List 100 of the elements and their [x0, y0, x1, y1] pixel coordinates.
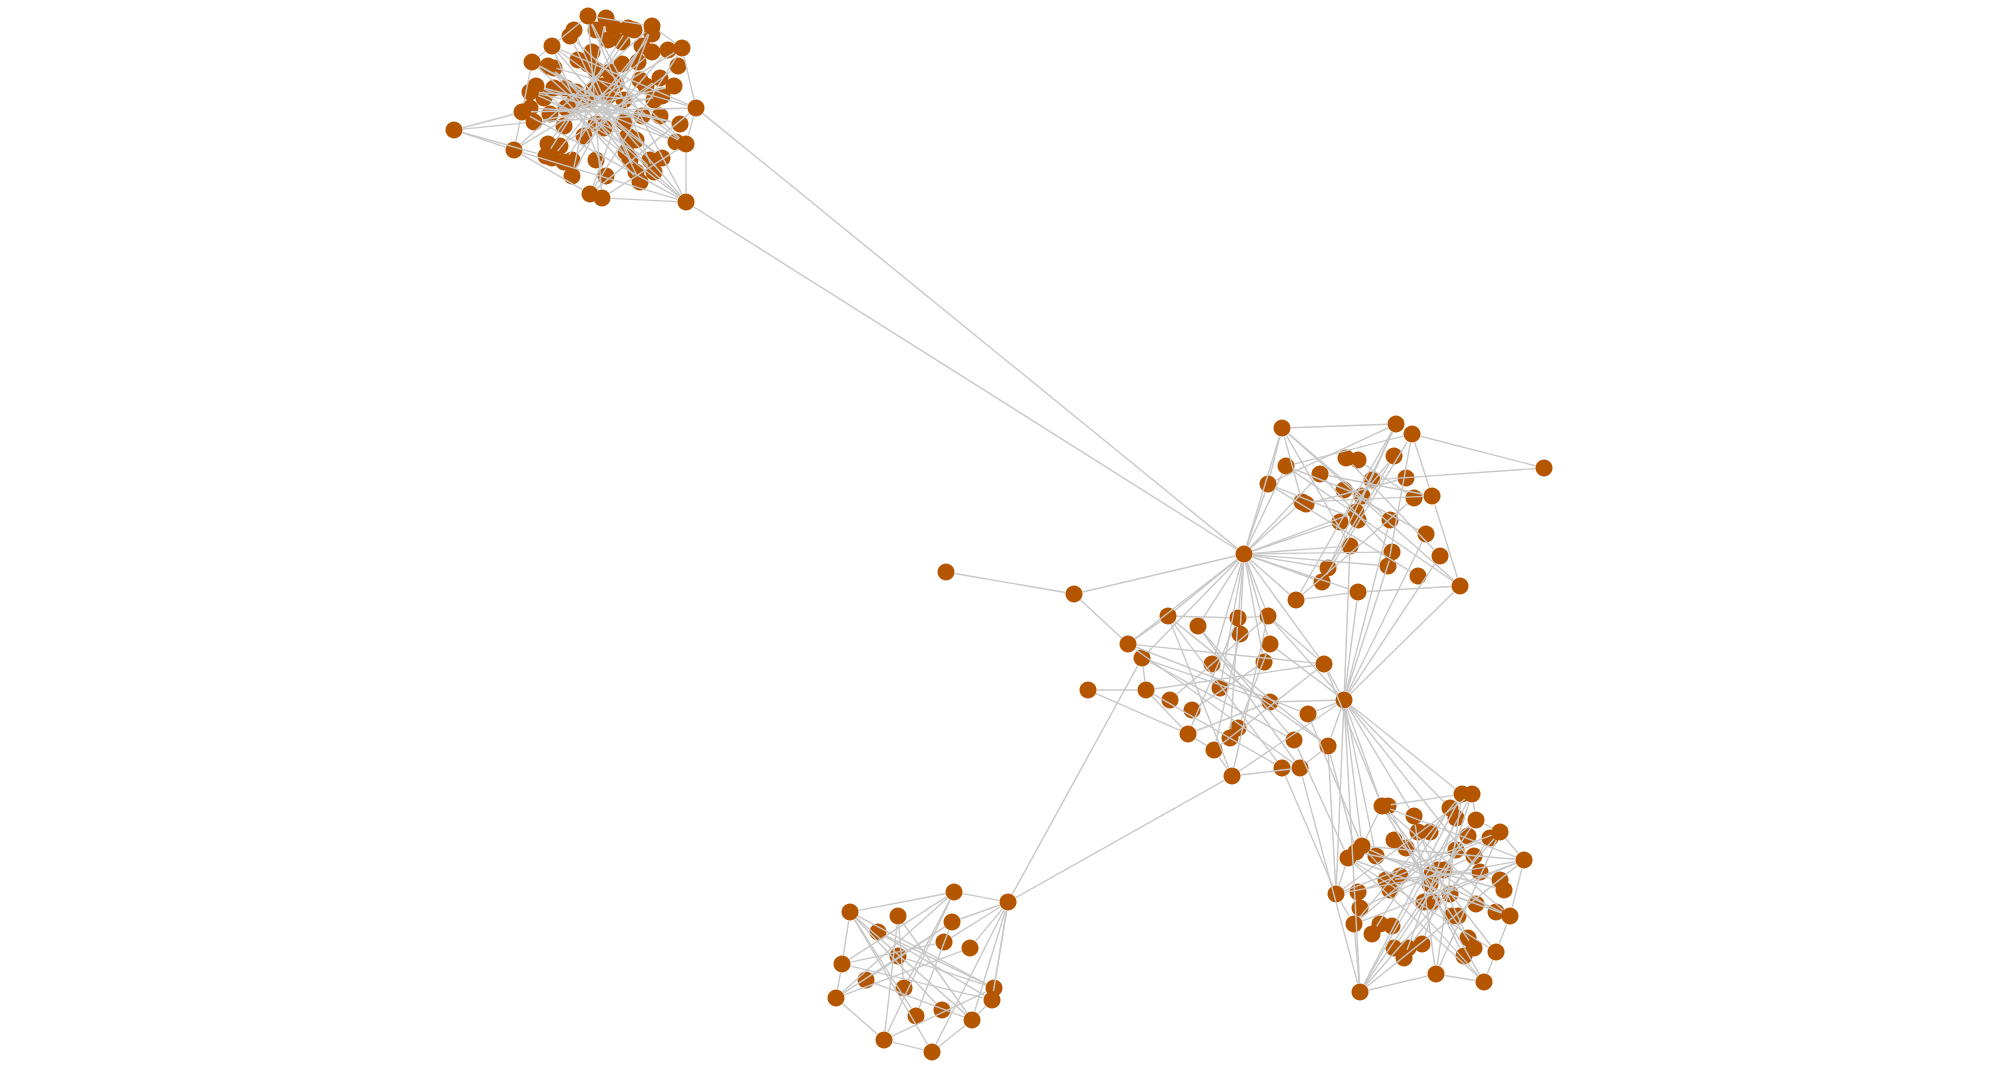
node-dot [1137, 681, 1155, 699]
node-dot [587, 151, 605, 169]
node-dot [651, 69, 669, 87]
link-line [559, 73, 649, 167]
link-line [658, 30, 676, 44]
link-line [558, 50, 680, 140]
node-dot [1385, 831, 1403, 849]
link-line [1269, 435, 1281, 477]
node-dot [1467, 811, 1485, 829]
node-dot [1335, 691, 1353, 709]
node-dot [615, 91, 633, 109]
node-dot [615, 113, 633, 131]
link-line [559, 48, 689, 106]
link-line [1202, 632, 1296, 762]
link-line [568, 52, 638, 156]
link-line [1299, 431, 1393, 593]
link-line [558, 87, 667, 113]
link-line [1400, 844, 1490, 908]
link-line [1246, 491, 1266, 547]
link-line [1215, 642, 1239, 743]
link-line [577, 56, 663, 154]
node-dot [1459, 827, 1477, 845]
link-line [1346, 707, 1380, 799]
node-dot [1475, 973, 1493, 991]
node-dot [1423, 487, 1441, 505]
link-line [1346, 559, 1390, 693]
link-line [1366, 585, 1452, 593]
link-line [554, 53, 604, 169]
link-line [1389, 808, 1517, 858]
link-line [1339, 900, 1351, 918]
node-dot [543, 37, 561, 55]
node-dot [1313, 573, 1331, 591]
link-line [1498, 923, 1508, 945]
link-line [552, 36, 630, 138]
link-line [1331, 462, 1391, 562]
link-line [1198, 666, 1258, 706]
link-line [1354, 932, 1360, 984]
link-line [1249, 507, 1297, 549]
link-line [551, 101, 644, 157]
node-dot [1161, 691, 1179, 709]
node-dot [1273, 419, 1291, 437]
link-line [1505, 838, 1519, 854]
node-dot [1447, 841, 1465, 859]
link-line [1176, 615, 1230, 619]
link-line [938, 1024, 966, 1048]
node-dot [1159, 607, 1177, 625]
node-dot [1379, 557, 1397, 575]
link-line [1190, 625, 1236, 727]
link-line [1233, 624, 1267, 769]
node-dot [1421, 823, 1439, 841]
link-line [1238, 562, 1244, 610]
link-line [1327, 671, 1341, 693]
link-line [1251, 514, 1349, 552]
node-dot [1259, 607, 1277, 625]
node-dot [1441, 885, 1459, 903]
link-line [1365, 840, 1483, 890]
link-line [849, 965, 985, 999]
link-line [1276, 648, 1338, 696]
node-dot [1205, 741, 1223, 759]
node-dot [561, 27, 579, 45]
node-dot [593, 189, 611, 207]
link-line [1301, 775, 1359, 985]
link-line [1390, 794, 1454, 806]
link-line [1292, 470, 1454, 582]
link-line [1154, 664, 1316, 690]
link-line [884, 924, 898, 1032]
link-line [1483, 823, 1493, 829]
node-dot [1535, 459, 1553, 477]
link-line [537, 94, 621, 134]
node-dot [1345, 915, 1363, 933]
link-line [1240, 651, 1268, 721]
node-dot [555, 117, 573, 135]
link-line [1218, 756, 1228, 770]
node-dot [1363, 925, 1381, 943]
link-line [573, 43, 637, 175]
link-line [848, 896, 948, 960]
link-line [1369, 849, 1503, 913]
link-line [572, 92, 656, 154]
link-line [553, 72, 625, 154]
link-line [1370, 846, 1516, 860]
link-line [1252, 554, 1380, 566]
node-dot [1447, 809, 1465, 827]
link-line [1367, 851, 1479, 977]
node-dot [599, 31, 617, 49]
link-line [1310, 495, 1424, 503]
link-line [873, 982, 965, 1018]
node-dot [637, 77, 655, 95]
node-dot [1261, 693, 1279, 711]
link-line [891, 1041, 925, 1051]
link-line [1288, 433, 1384, 515]
link-line [858, 893, 946, 912]
link-line [608, 148, 680, 194]
link-line [461, 132, 507, 148]
link-line [1326, 671, 1380, 799]
link-line [1385, 813, 1481, 975]
node-dot [579, 7, 597, 25]
link-line [1343, 708, 1361, 984]
link-line [1134, 648, 1294, 764]
link-line [857, 915, 987, 985]
link-line [1349, 705, 1445, 803]
